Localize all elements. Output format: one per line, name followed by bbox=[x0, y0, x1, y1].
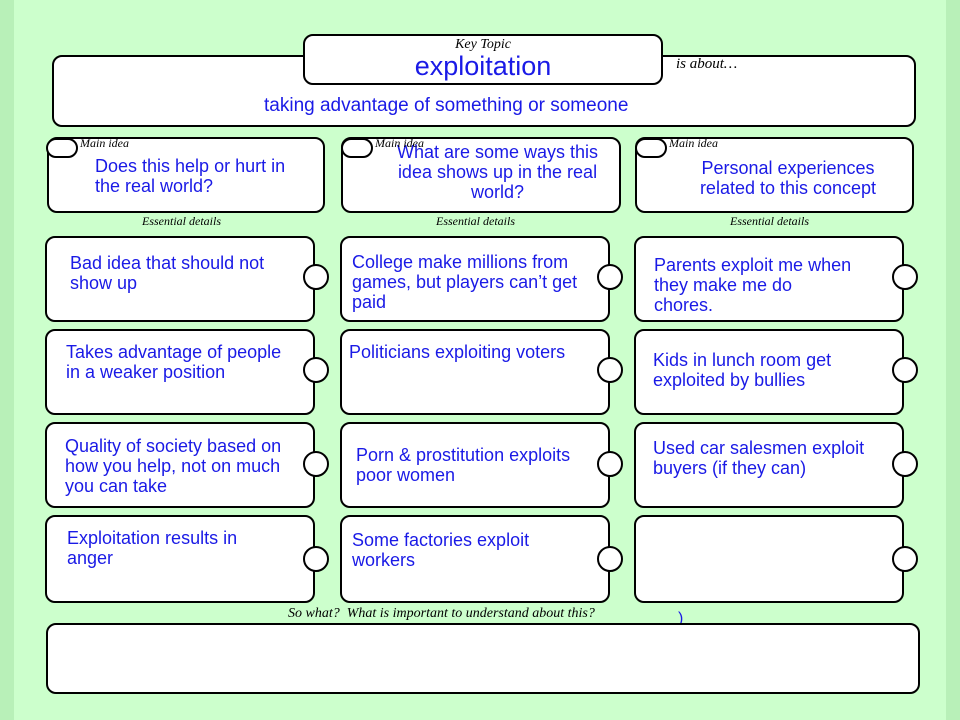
detail-text-3-2: Kids in lunch room get exploited by bull… bbox=[653, 350, 832, 391]
detail-circle-2-4 bbox=[597, 546, 623, 572]
main-idea-label-3: Main idea bbox=[669, 136, 718, 150]
detail-circle-2-1 bbox=[597, 264, 623, 290]
key-topic-word: exploitation bbox=[414, 51, 552, 81]
main-idea-text-3: Personal experiences related to this con… bbox=[699, 158, 877, 199]
main-idea-label-2: Main idea bbox=[375, 136, 424, 150]
main-idea-text-1: Does this help or hurt in the real world… bbox=[95, 156, 286, 197]
so-what-label: So what? What is important to understand… bbox=[288, 606, 595, 621]
main-idea-marker-3 bbox=[635, 138, 667, 158]
detail-box-3-1: Parents exploit me when they make me do … bbox=[634, 236, 904, 322]
main-idea-marker-1 bbox=[46, 138, 78, 158]
detail-circle-1-3 bbox=[303, 451, 329, 477]
is-about-label: is about… bbox=[676, 56, 738, 72]
detail-text-1-1: Bad idea that should not show up bbox=[70, 253, 265, 294]
key-topic-box: Key Topic exploitation bbox=[303, 34, 663, 85]
detail-box-1-1: Bad idea that should not show up bbox=[45, 236, 315, 322]
detail-text-2-1: College make millions from games, but pl… bbox=[352, 252, 578, 313]
main-idea-box-1: Does this help or hurt in the real world… bbox=[47, 137, 325, 213]
detail-box-1-3: Quality of society based on how you help… bbox=[45, 422, 315, 508]
detail-text-1-3: Quality of society based on how you help… bbox=[65, 436, 282, 497]
detail-circle-3-3 bbox=[892, 451, 918, 477]
detail-circle-3-2 bbox=[892, 357, 918, 383]
detail-circle-3-4 bbox=[892, 546, 918, 572]
detail-box-1-2: Takes advantage of people in a weaker po… bbox=[45, 329, 315, 415]
detail-text-3-1: Parents exploit me when they make me do … bbox=[654, 255, 852, 316]
detail-text-2-3: Porn & prostitution exploits poor women bbox=[356, 445, 571, 486]
detail-circle-2-3 bbox=[597, 451, 623, 477]
essential-details-label-1: Essential details bbox=[142, 214, 221, 228]
detail-box-3-4 bbox=[634, 515, 904, 603]
essential-details-label-3: Essential details bbox=[730, 214, 809, 228]
detail-box-1-4: Exploitation results in anger bbox=[45, 515, 315, 603]
detail-box-2-3: Porn & prostitution exploits poor women bbox=[340, 422, 610, 508]
detail-box-3-3: Used car salesmen exploit buyers (if the… bbox=[634, 422, 904, 508]
detail-circle-3-1 bbox=[892, 264, 918, 290]
definition-text: taking advantage of something or someone bbox=[264, 95, 629, 116]
detail-circle-2-2 bbox=[597, 357, 623, 383]
main-idea-marker-2 bbox=[341, 138, 373, 158]
detail-text-2-2: Politicians exploiting voters bbox=[349, 342, 566, 362]
detail-text-1-4: Exploitation results in anger bbox=[67, 528, 238, 569]
detail-box-2-2: Politicians exploiting voters bbox=[340, 329, 610, 415]
detail-box-3-2: Kids in lunch room get exploited by bull… bbox=[634, 329, 904, 415]
key-topic-label: Key Topic bbox=[455, 37, 511, 52]
detail-circle-1-4 bbox=[303, 546, 329, 572]
detail-text-3-3: Used car salesmen exploit buyers (if the… bbox=[653, 438, 865, 479]
so-what-mark: ) bbox=[678, 610, 684, 627]
detail-box-2-4: Some factories exploit workers bbox=[340, 515, 610, 603]
main-idea-label-1: Main idea bbox=[80, 136, 129, 150]
main-idea-box-2: What are some ways this idea shows up in… bbox=[341, 137, 621, 213]
detail-text-1-2: Takes advantage of people in a weaker po… bbox=[66, 342, 282, 383]
detail-circle-1-1 bbox=[303, 264, 329, 290]
detail-circle-1-2 bbox=[303, 357, 329, 383]
so-what-box bbox=[46, 623, 920, 694]
main-idea-text-2: What are some ways this idea shows up in… bbox=[396, 142, 599, 203]
detail-box-2-1: College make millions from games, but pl… bbox=[340, 236, 610, 322]
essential-details-label-2: Essential details bbox=[436, 214, 515, 228]
detail-text-2-4: Some factories exploit workers bbox=[352, 530, 530, 571]
main-idea-box-3: Personal experiences related to this con… bbox=[635, 137, 914, 213]
